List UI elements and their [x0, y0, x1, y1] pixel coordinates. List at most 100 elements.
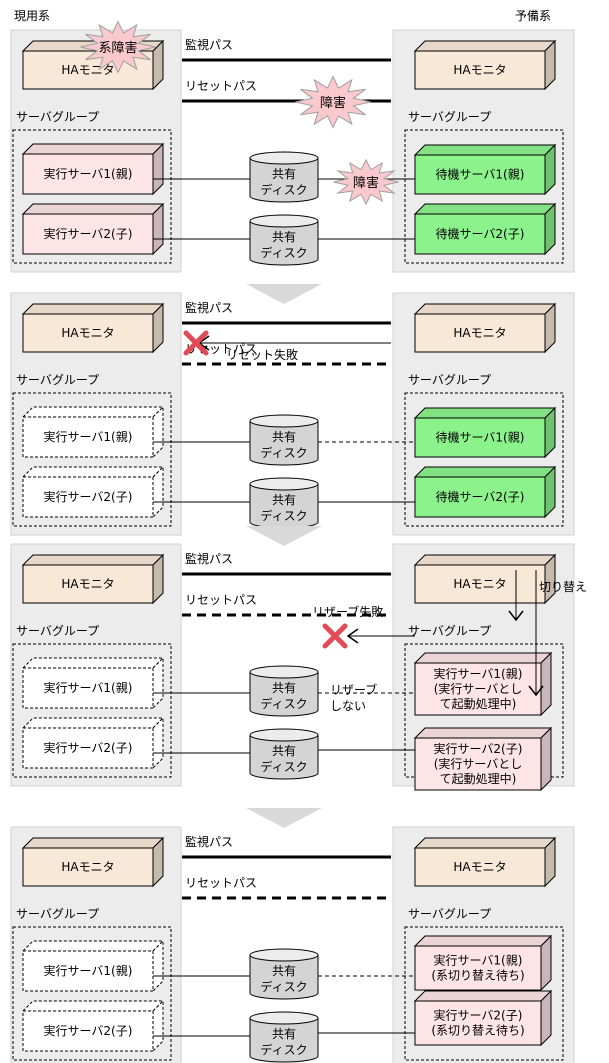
standby-server-2: 待機サーバ2(子): [413, 465, 557, 519]
disk-label: 共有: [272, 230, 296, 244]
box-text: 実行サーバ1(親): [434, 666, 523, 681]
box-text: て起動処理中): [440, 771, 517, 786]
reset-path-failure-burst: 障害: [295, 75, 371, 129]
monitor-path-label: 監視パス: [185, 37, 233, 52]
box-text: 実行サーバ1(親): [44, 166, 133, 181]
disk-label: ディスク: [260, 245, 307, 260]
monitor-path-label: 監視パス: [185, 834, 233, 849]
box-text: HAモニタ: [61, 577, 114, 591]
disk-label: ディスク: [260, 696, 307, 711]
switchover-label: 切り替え: [539, 580, 587, 594]
active-server-2-primary: 実行サーバ2(子): [21, 202, 165, 256]
standby-system-label: 予備系: [515, 9, 552, 23]
step-down-arrow-icon: [246, 808, 322, 828]
ha-monitor-standby: HAモニタ: [413, 302, 557, 354]
burst-label: 障害: [320, 95, 346, 111]
box-text: 実行サーバ2(子): [434, 741, 523, 756]
ha-monitor-primary: HAモニタ: [21, 302, 165, 354]
reserve-failed-label: リザーブ失敗: [312, 604, 383, 619]
disk-label: ディスク: [260, 979, 307, 994]
server-group-frame: [12, 129, 172, 264]
ha-monitor-primary: HAモニタ: [21, 553, 165, 605]
box-text: 待機サーバ1(親): [436, 167, 525, 182]
ha-monitor-standby: HAモニタ: [413, 39, 557, 91]
box-text: HAモニタ: [453, 63, 506, 77]
ha-monitor-primary: HAモニタ: [21, 836, 165, 888]
server-group-frame: [404, 926, 564, 1061]
active-server-2-primary: 実行サーバ2(子): [21, 999, 165, 1053]
failure-cross-icon: [322, 623, 348, 649]
box-text: 実行サーバ2(子): [44, 740, 133, 755]
box-text: (系切り替え待ち): [431, 1024, 524, 1038]
server-group-frame: [12, 926, 172, 1061]
active-server-1-primary: 実行サーバ1(親): [21, 939, 165, 993]
box-text: HAモニタ: [61, 326, 114, 340]
disk-label: 共有: [272, 493, 296, 507]
standby-server-2: 待機サーバ2(子): [413, 202, 557, 256]
active-server-2-primary: 実行サーバ2(子): [21, 716, 165, 770]
no-reserve-label: しない: [330, 699, 366, 713]
reset-failed-label: リセット失敗: [226, 347, 298, 362]
ha-monitor-standby: HAモニタ: [413, 836, 557, 888]
disk-path-failure-burst: 障害: [333, 158, 399, 206]
server-group-frame: [12, 392, 172, 527]
box-text: HAモニタ: [453, 860, 506, 874]
primary-system-label: 現用系: [14, 9, 51, 23]
disk-label: 共有: [272, 167, 296, 181]
system-failure-burst: 系障害: [80, 20, 156, 74]
standby-server-1: 待機サーバ1(親): [413, 143, 557, 196]
disk-label: ディスク: [260, 508, 307, 523]
reserve-attempt-arrowhead: [346, 628, 359, 644]
box-text: HAモニタ: [61, 860, 114, 874]
reset-path-label: リセットパス: [185, 593, 257, 607]
standby-server-1: 待機サーバ1(親): [413, 406, 557, 459]
step-down-arrow-icon: [246, 526, 322, 546]
disk-label: 共有: [272, 430, 296, 444]
reset-path-label: リセットパス: [185, 79, 257, 93]
active-server-1-standby: 実行サーバ1(親)(系切り替え待ち): [413, 934, 553, 992]
server-group-label: サーバグループ: [16, 110, 99, 124]
active-server-1-primary: 実行サーバ1(親): [21, 405, 165, 459]
server-group-label: サーバグループ: [408, 624, 491, 638]
active-server-1-primary: 実行サーバ1(親): [21, 142, 165, 196]
box-text: 実行サーバ2(子): [434, 1008, 523, 1023]
active-server-2-primary: 実行サーバ2(子): [21, 465, 165, 519]
failure-cross-icon: [183, 330, 209, 356]
disk-label: 共有: [272, 681, 296, 695]
box-text: て起動処理中): [440, 696, 517, 711]
box-text: 待機サーバ2(子): [436, 226, 525, 241]
server-group-label: サーバグループ: [16, 907, 99, 921]
ha-monitor-standby: HAモニタ: [413, 553, 557, 605]
no-reserve-label: リザーブ: [330, 682, 377, 697]
disk-label: ディスク: [260, 759, 307, 774]
box-text: 実行サーバ1(親): [44, 680, 133, 695]
box-text: 実行サーバ2(子): [44, 226, 133, 241]
step-down-arrow-icon: [246, 284, 322, 304]
box-text: 実行サーバ1(親): [44, 429, 133, 444]
active-server-1-primary: 実行サーバ1(親): [21, 656, 165, 710]
box-text: HAモニタ: [453, 577, 506, 591]
monitor-path-label: 監視パス: [185, 300, 233, 315]
server-group-label: サーバグループ: [408, 110, 491, 124]
switchover-arrowhead: [508, 610, 524, 622]
active-server-2-standby: 実行サーバ2(子)(系切り替え待ち): [413, 989, 553, 1047]
disk-label: 共有: [272, 744, 296, 758]
disk-label: 共有: [272, 1027, 296, 1041]
box-text: (実行サーバとし: [434, 756, 523, 771]
disk-label: ディスク: [260, 1042, 307, 1057]
server-group-label: サーバグループ: [408, 907, 491, 921]
disk-label: ディスク: [260, 445, 307, 460]
server-group-label: サーバグループ: [408, 373, 491, 387]
server-group-label: サーバグループ: [16, 624, 99, 638]
box-text: (実行サーバとし: [434, 681, 523, 696]
box-text: 待機サーバ1(親): [436, 430, 525, 445]
server-group-frame: [404, 392, 564, 527]
